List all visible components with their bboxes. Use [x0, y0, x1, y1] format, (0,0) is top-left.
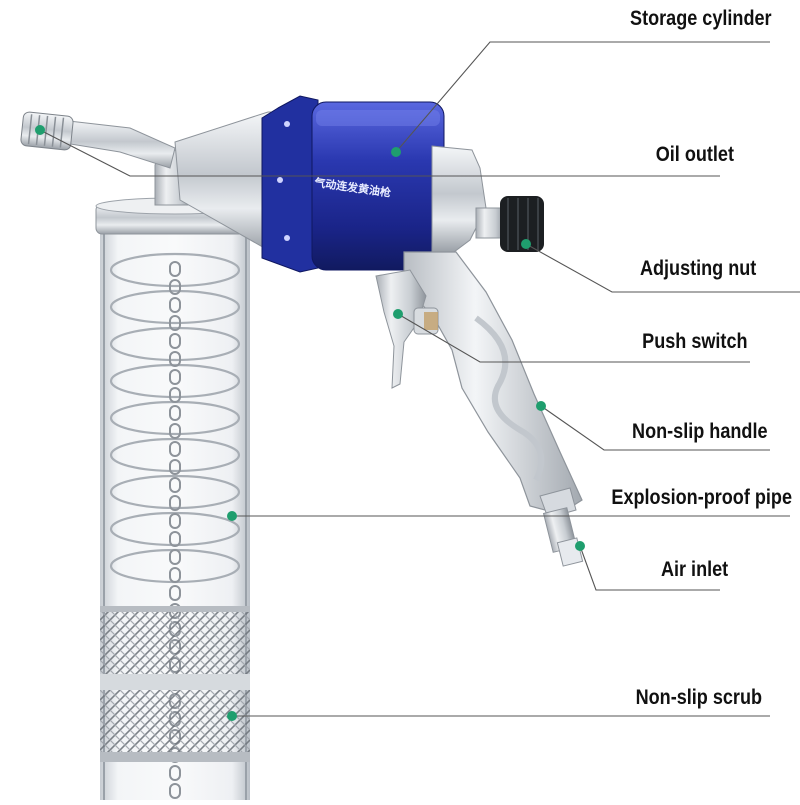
leader-lines — [39, 41, 800, 717]
chain-link — [169, 459, 181, 475]
leader-oil-outlet — [39, 129, 720, 177]
label-storage-cylinder: Storage cylinder — [630, 7, 772, 30]
chain-link — [169, 315, 181, 331]
marker-adjusting-nut — [521, 239, 531, 249]
marker-explosion-proof-pipe — [227, 511, 237, 521]
marker-push-switch — [393, 309, 403, 319]
chain-link — [169, 549, 181, 565]
label-push-switch: Push switch — [642, 330, 748, 353]
marker-storage-cylinder — [391, 147, 401, 157]
label-oil-outlet: Oil outlet — [655, 143, 734, 166]
leader-storage-cylinder — [395, 41, 770, 153]
spring-coil — [109, 326, 241, 362]
chain-link — [169, 369, 181, 385]
chain-link — [169, 441, 181, 457]
chain-link — [169, 495, 181, 511]
chain-link — [169, 279, 181, 295]
chain-link — [169, 297, 181, 313]
handle-grip — [403, 251, 583, 515]
label-explosion-proof-pipe: Explosion-proof pipe — [611, 486, 792, 509]
chain-link — [169, 513, 181, 529]
adjusting-nut-shape — [475, 196, 544, 252]
leader-push-switch — [397, 313, 750, 363]
blue-cylinder-body: 气动连发黄油枪 — [311, 101, 445, 271]
label-non-slip-scrub: Non-slip scrub — [635, 686, 762, 709]
spring-coil — [109, 289, 241, 325]
chain-link — [169, 351, 181, 367]
chain-link — [169, 531, 181, 547]
handle-texture — [474, 315, 545, 482]
marker-non-slip-scrub — [227, 711, 237, 721]
marker-non-slip-handle — [536, 401, 546, 411]
chain-link — [169, 585, 181, 601]
chain-link — [169, 765, 181, 781]
label-non-slip-handle: Non-slip handle — [631, 420, 767, 443]
blue-flange — [261, 95, 319, 273]
chain-link — [169, 423, 181, 439]
knurled-band — [100, 606, 250, 762]
leader-non-slip-handle — [540, 405, 770, 451]
callout-markers — [35, 125, 585, 721]
chain-link — [169, 387, 181, 403]
leader-adjusting-nut — [525, 243, 800, 293]
label-air-inlet: Air inlet — [660, 558, 728, 581]
marker-air-inlet — [575, 541, 585, 551]
leader-air-inlet — [579, 545, 720, 591]
push-switch-trigger — [375, 269, 439, 389]
spring-coil — [109, 252, 241, 288]
chain-link — [169, 333, 181, 349]
chain-link — [169, 567, 181, 583]
chain-link — [169, 261, 181, 277]
chain-link — [169, 477, 181, 493]
chain-link — [169, 405, 181, 421]
label-adjusting-nut: Adjusting nut — [639, 257, 756, 280]
chain-link — [169, 783, 181, 799]
spring-coil — [109, 474, 241, 510]
marker-oil-outlet — [35, 125, 45, 135]
